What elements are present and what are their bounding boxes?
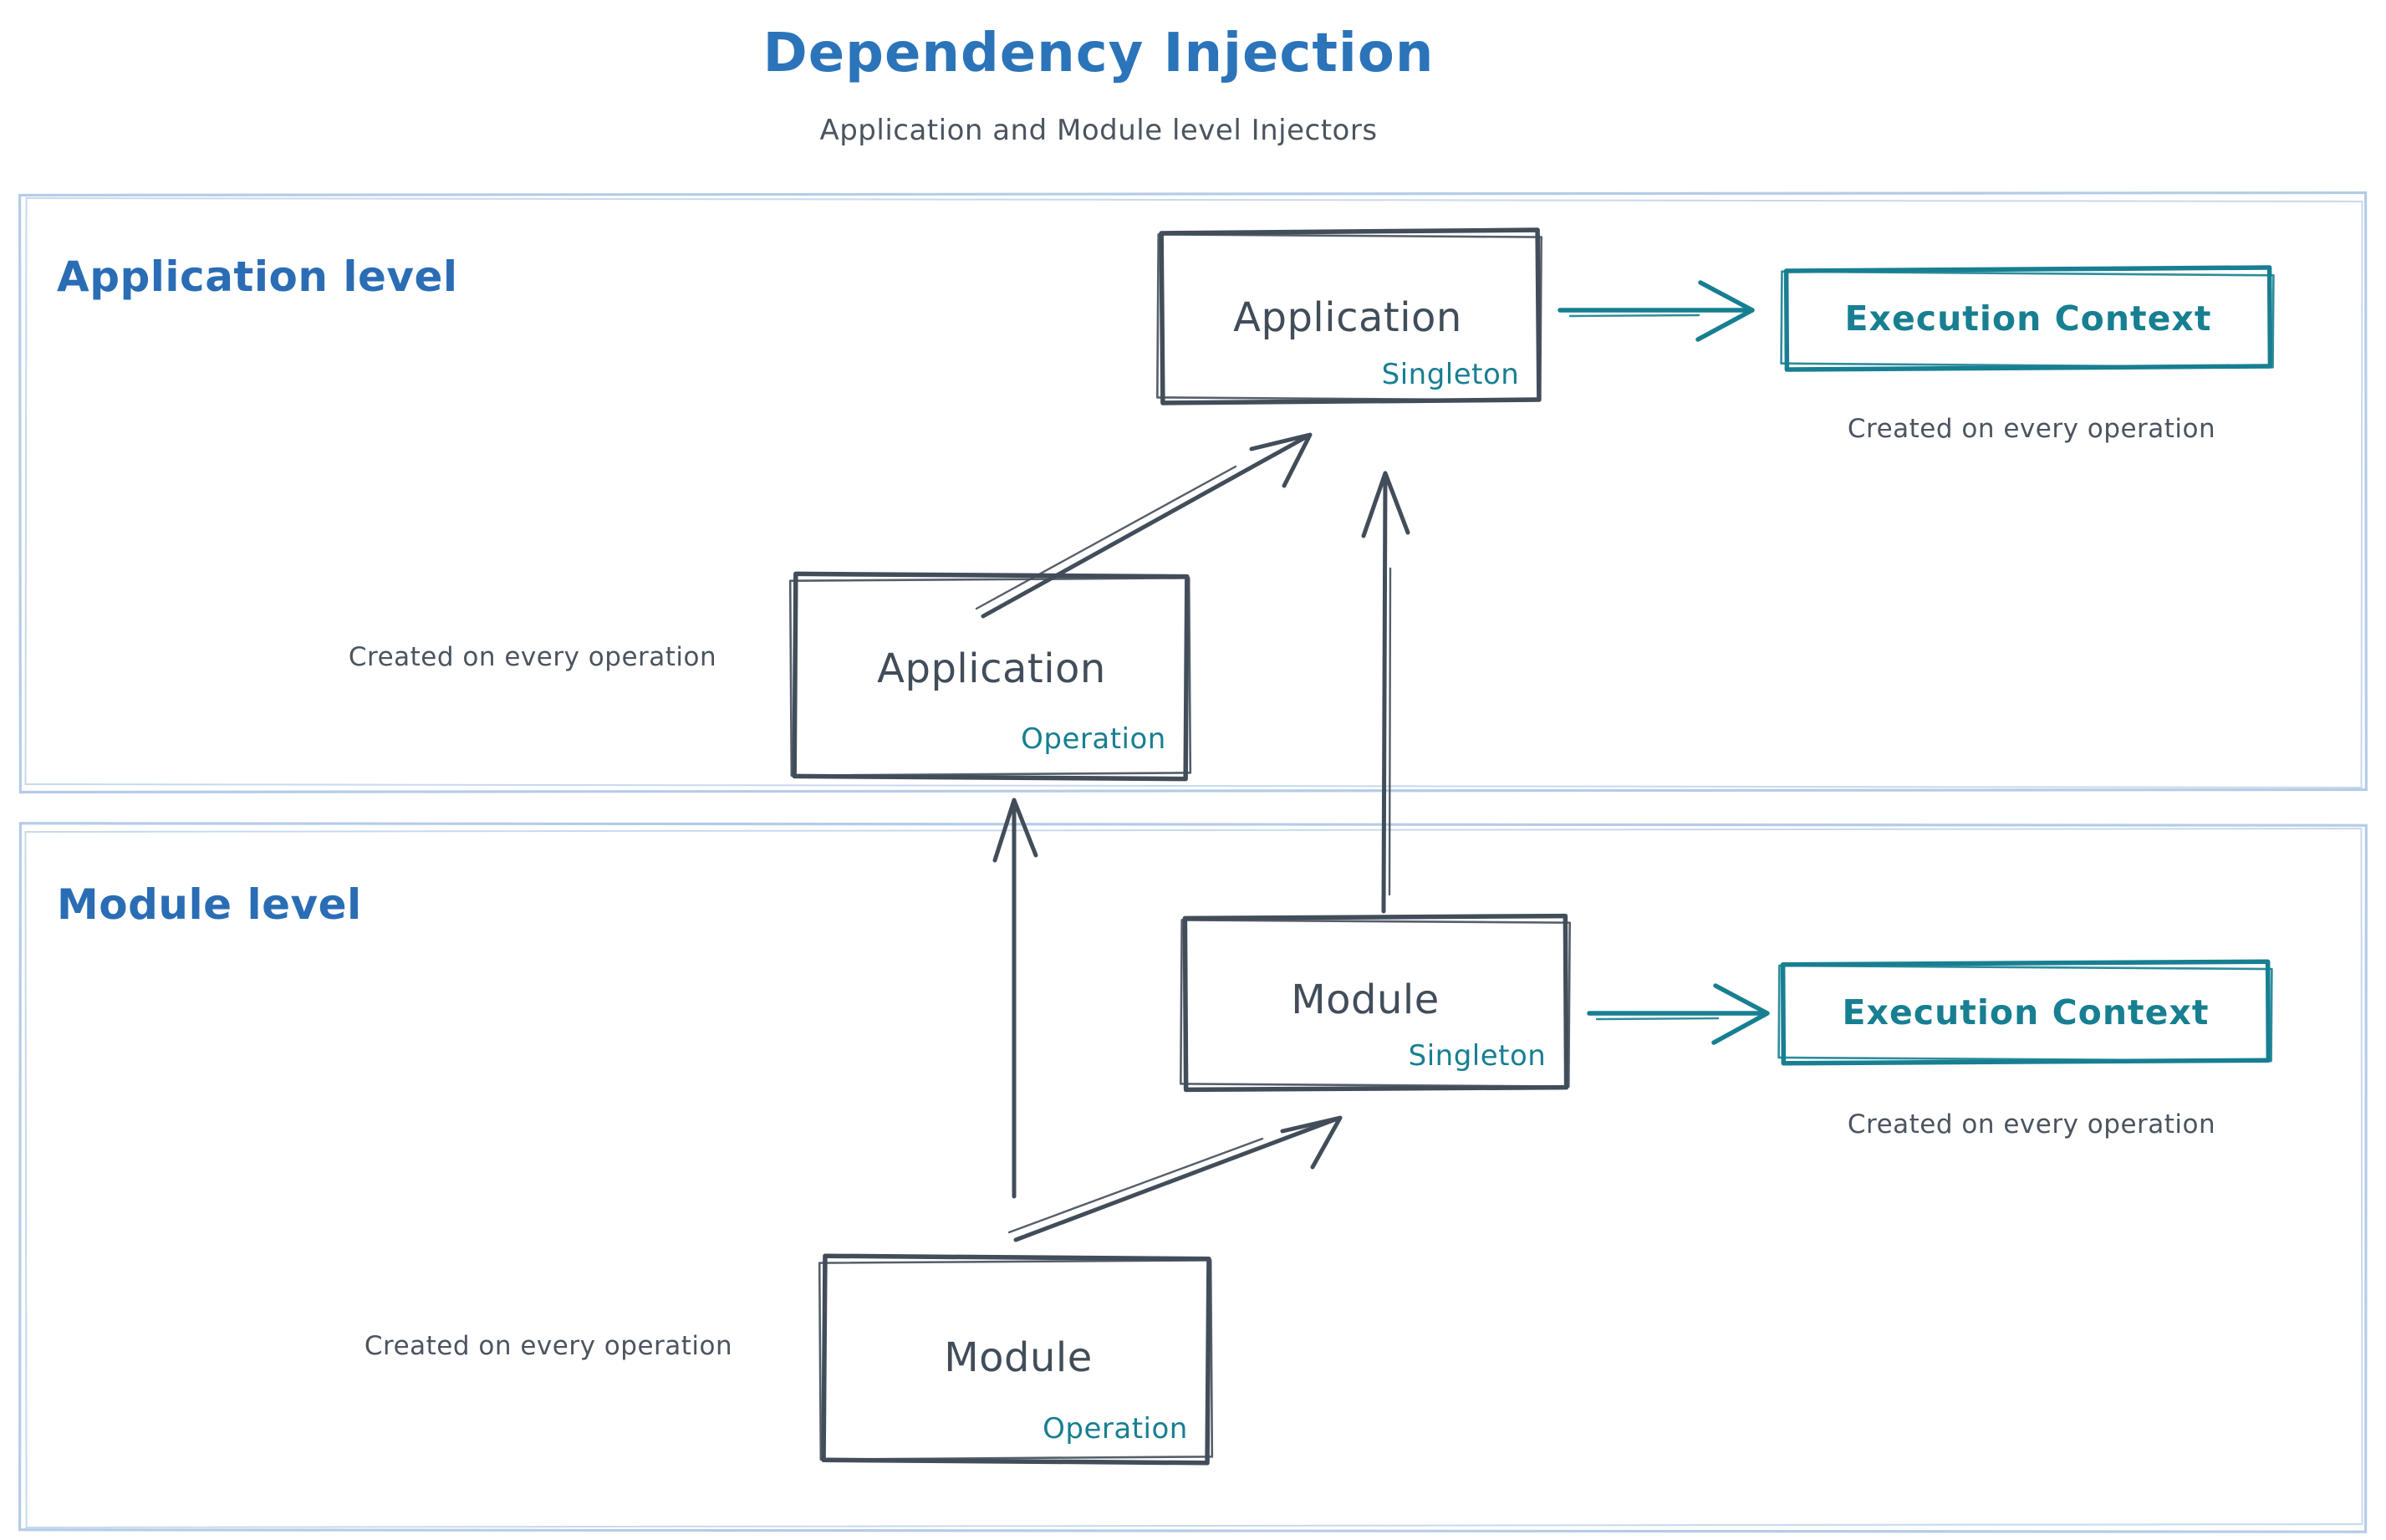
module-operation-scope: Operation [1043, 1412, 1188, 1446]
app-singleton-box [1156, 227, 1542, 405]
arrow-app-singleton-to-execution-context [1558, 280, 1755, 342]
application-level-section-frame [18, 191, 2368, 794]
app-singleton-scope: Singleton [1381, 358, 1520, 391]
execution-context-app-note: Created on every operation [1847, 414, 2216, 444]
module-singleton-name: Module [1291, 977, 1440, 1023]
arrow-app-operation-to-app-singleton [975, 432, 1313, 619]
module-singleton-box [1180, 913, 1571, 1093]
app-operation-scope: Operation [1021, 722, 1166, 756]
arrow-module-singleton-to-execution-context [1587, 983, 1770, 1045]
arrow-module-operation-to-module-singleton [1007, 1115, 1343, 1242]
module-operation-box [818, 1253, 1214, 1466]
module-operation-note: Created on every operation [364, 1331, 733, 1361]
page-title: Dependency Injection [762, 23, 1435, 84]
app-operation-name: Application [877, 645, 1106, 692]
app-operation-box [788, 571, 1192, 782]
execution-context-module-label: Execution Context [1842, 992, 2210, 1033]
app-singleton-name: Application [1233, 294, 1462, 341]
arrow-module-singleton-to-app-singleton [1361, 471, 1410, 914]
app-operation-note: Created on every operation [348, 642, 717, 672]
module-operation-name: Module [944, 1334, 1093, 1381]
page-subtitle: Application and Module level Injectors [819, 114, 1378, 147]
execution-context-module-note: Created on every operation [1847, 1109, 2216, 1140]
execution-context-app-label: Execution Context [1844, 298, 2212, 339]
module-level-label: Module level [57, 880, 362, 929]
execution-context-module-box [1777, 959, 2273, 1066]
application-level-label: Application level [57, 252, 458, 301]
execution-context-app-box [1780, 265, 2275, 372]
module-level-section-frame [18, 822, 2368, 1533]
arrow-module-operation-to-app-operation [992, 798, 1038, 1199]
module-singleton-scope: Singleton [1408, 1039, 1547, 1073]
